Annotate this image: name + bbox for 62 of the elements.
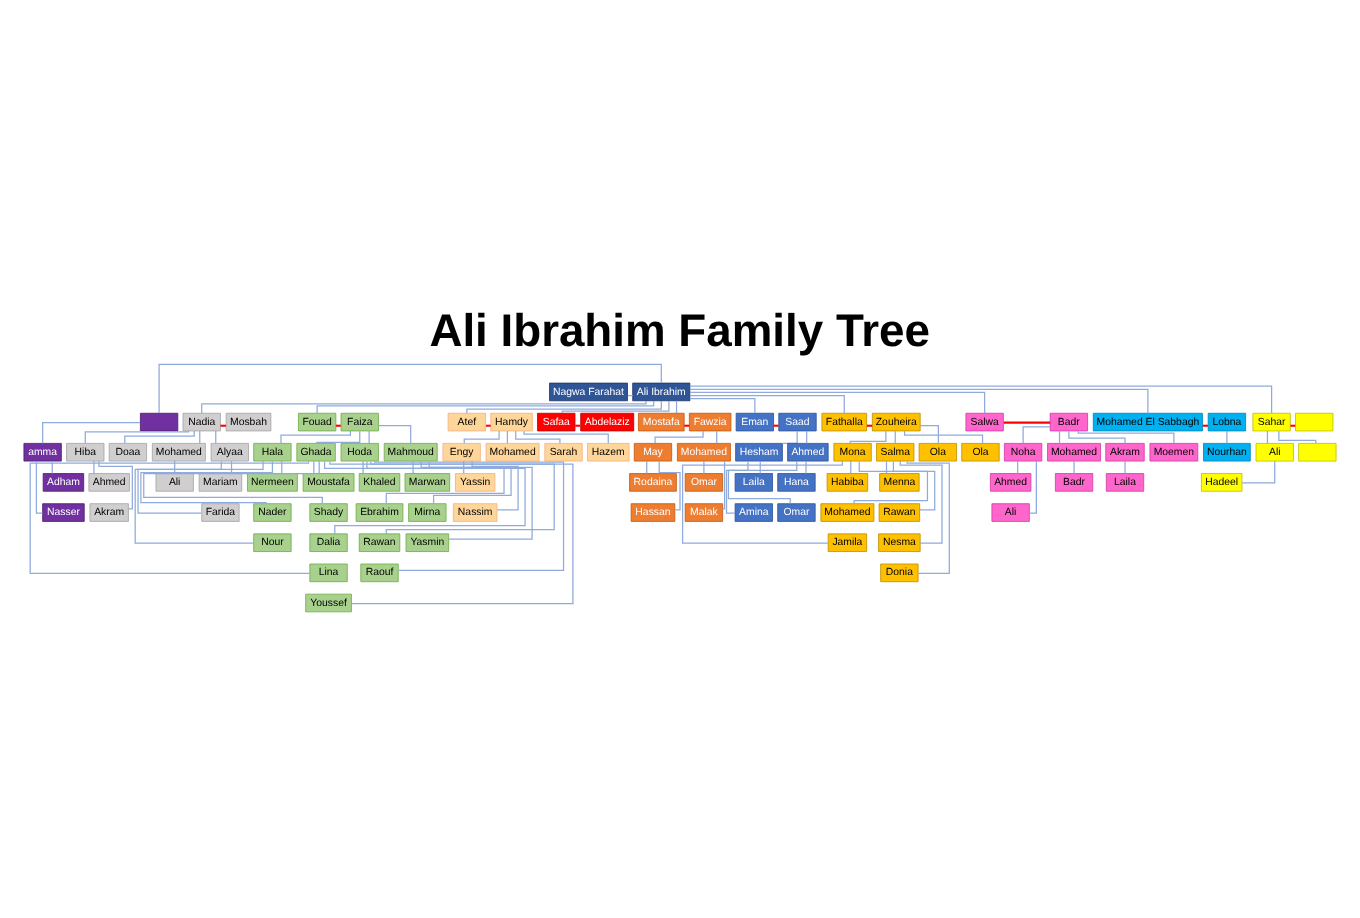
connector bbox=[1068, 430, 1126, 444]
connector bbox=[515, 430, 561, 444]
connector bbox=[523, 430, 609, 444]
diagram-title: Ali Ibrahim Family Tree bbox=[429, 303, 930, 356]
connector bbox=[1241, 460, 1276, 484]
connector bbox=[722, 460, 726, 510]
connector bbox=[1278, 430, 1317, 444]
connector bbox=[899, 460, 943, 544]
node-box bbox=[1298, 443, 1337, 462]
connector bbox=[84, 430, 190, 444]
connector bbox=[1022, 426, 1051, 444]
connector bbox=[1202, 424, 1208, 427]
connector bbox=[98, 460, 133, 510]
connector bbox=[335, 424, 341, 427]
connector bbox=[1029, 460, 1037, 514]
connector bbox=[1124, 460, 1126, 475]
connector bbox=[689, 388, 1149, 414]
connector bbox=[93, 460, 95, 475]
connector bbox=[903, 430, 984, 444]
connector bbox=[689, 385, 1273, 414]
connector bbox=[471, 460, 519, 511]
node-box bbox=[139, 412, 179, 432]
connector bbox=[689, 394, 845, 414]
connector bbox=[368, 430, 370, 444]
connector bbox=[463, 430, 500, 444]
connector bbox=[561, 400, 670, 414]
connector bbox=[689, 391, 986, 414]
connector bbox=[1077, 430, 1175, 444]
connector bbox=[42, 422, 141, 444]
connector bbox=[684, 424, 690, 427]
connector bbox=[466, 400, 662, 414]
connector bbox=[703, 460, 705, 475]
connector bbox=[658, 460, 681, 511]
connector bbox=[1003, 421, 1051, 424]
connector bbox=[575, 424, 581, 427]
connector bbox=[201, 400, 647, 414]
connector bbox=[919, 425, 939, 444]
connector bbox=[892, 460, 936, 511]
connector bbox=[1073, 460, 1075, 475]
node-box bbox=[1295, 412, 1334, 432]
connector bbox=[805, 460, 807, 475]
connector bbox=[1290, 424, 1296, 427]
connector bbox=[849, 430, 887, 444]
connector bbox=[316, 400, 655, 414]
connector bbox=[906, 460, 950, 574]
connector bbox=[378, 425, 412, 444]
connector bbox=[773, 424, 779, 427]
connector bbox=[362, 460, 364, 475]
connector bbox=[158, 363, 662, 414]
connector bbox=[220, 424, 227, 427]
connector bbox=[486, 424, 491, 427]
connector bbox=[654, 430, 704, 444]
connector bbox=[1226, 430, 1228, 444]
connector bbox=[689, 398, 756, 414]
connector bbox=[316, 430, 361, 444]
connector bbox=[782, 430, 798, 445]
connector bbox=[124, 430, 195, 444]
connector bbox=[35, 460, 44, 514]
connector bbox=[412, 460, 414, 475]
connector bbox=[280, 430, 352, 444]
connector bbox=[725, 460, 749, 514]
connector bbox=[866, 424, 873, 427]
